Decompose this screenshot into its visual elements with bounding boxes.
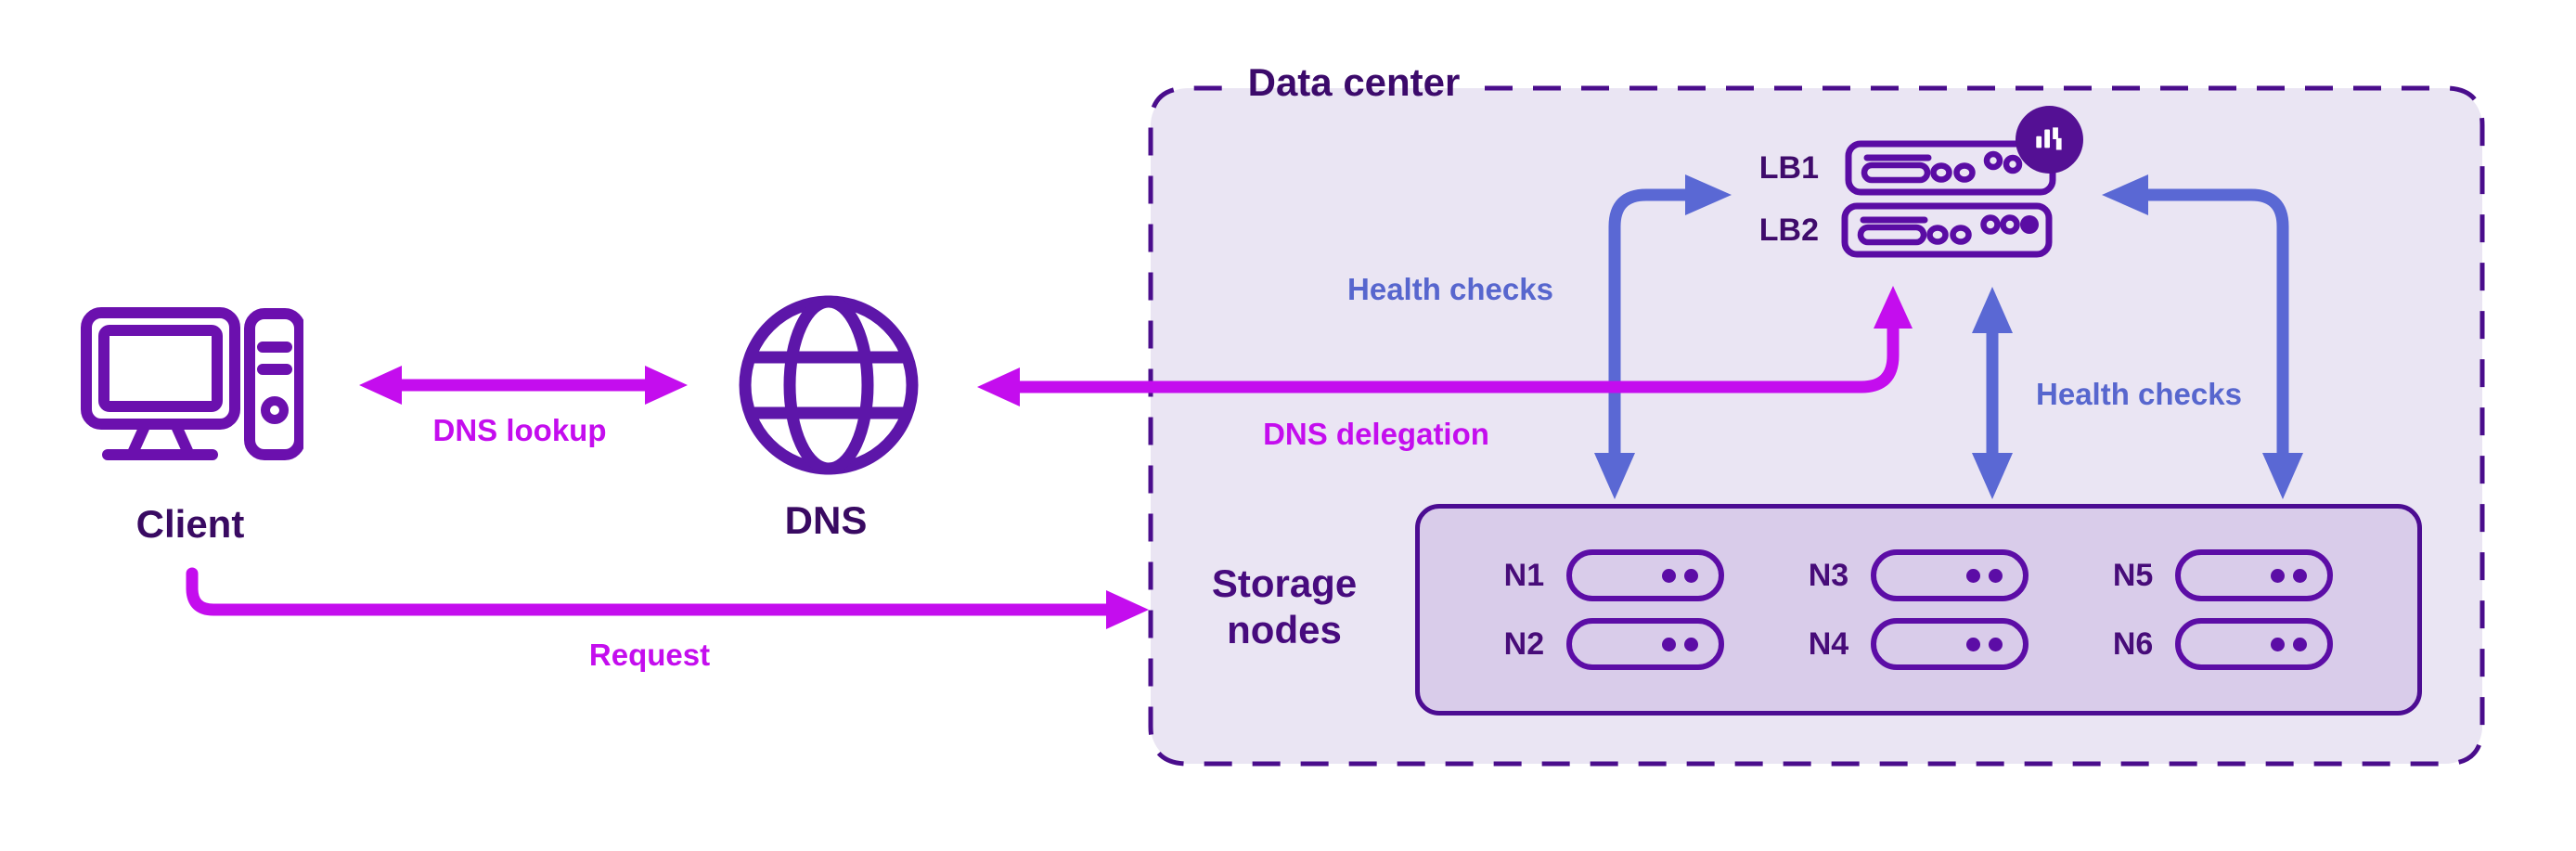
globe-icon: [739, 295, 919, 475]
dns-delegation-label: DNS delegation: [1263, 417, 1489, 451]
storage-node: N5: [2112, 549, 2334, 601]
lb1-label: LB1: [1758, 150, 1819, 186]
node-label: N6: [2112, 625, 2154, 662]
disk-dot: [1989, 568, 2003, 583]
request-label: Request: [588, 638, 711, 672]
request-arrow: [186, 567, 1149, 629]
storage-column-1: N1 N2: [1503, 549, 1725, 670]
storage-disk-icon: [1566, 549, 1725, 601]
disk-dot: [1684, 568, 1699, 583]
storage-nodes-box: N1 N2 N3 N4 N5 N6: [1415, 504, 2422, 716]
disk-dot: [2293, 568, 2308, 583]
node-label: N3: [1808, 557, 1849, 593]
node-label: N1: [1503, 557, 1545, 593]
storage-column-2: N3 N4: [1809, 549, 2029, 670]
dns-lookup-label: DNS lookup: [432, 413, 607, 447]
storage-node: N4: [1809, 618, 2029, 670]
storage-node: N3: [1809, 549, 2029, 601]
node-label: N4: [1808, 625, 1849, 662]
disk-dot: [1662, 568, 1677, 583]
data-center-title: Data center: [1247, 60, 1461, 104]
disk-dot: [1966, 637, 1981, 651]
disk-dot: [1684, 637, 1699, 651]
disk-dot: [2271, 637, 2286, 651]
desktop-computer-icon: [81, 307, 303, 460]
dns-delegation-arrow: [977, 286, 1913, 406]
health-check-arrow-right: [2102, 174, 2303, 499]
node-label: N2: [1503, 625, 1545, 662]
storage-disk-icon: [2175, 618, 2334, 670]
storage-disk-icon: [1871, 618, 2029, 670]
health-check-arrow-left: [1594, 174, 1732, 499]
storage-disk-icon: [2175, 549, 2334, 601]
storage-node: N1: [1503, 549, 1725, 601]
storage-node: N2: [1503, 618, 1725, 670]
dns-label: DNS: [784, 498, 868, 542]
lb2-label: LB2: [1758, 213, 1819, 248]
health-checks-right-label: Health checks: [2036, 377, 2242, 411]
storage-column-3: N5 N6: [2112, 549, 2334, 670]
disk-dot: [1966, 568, 1981, 583]
storage-disk-icon: [1566, 618, 1725, 670]
storage-node: N6: [2112, 618, 2334, 670]
storage-disk-icon: [1871, 549, 2029, 601]
node-label: N5: [2112, 557, 2154, 593]
client-label: Client: [135, 502, 245, 546]
health-checks-left-label: Health checks: [1347, 272, 1553, 306]
disk-dot: [1662, 637, 1677, 651]
disk-dot: [1989, 637, 2003, 651]
disk-dot: [2293, 637, 2308, 651]
disk-dot: [2271, 568, 2286, 583]
server-rack-icon: [1841, 202, 2053, 258]
storage-nodes-title: Storage nodes: [1211, 561, 1358, 651]
metrics-bars-badge-icon: [2016, 106, 2083, 174]
